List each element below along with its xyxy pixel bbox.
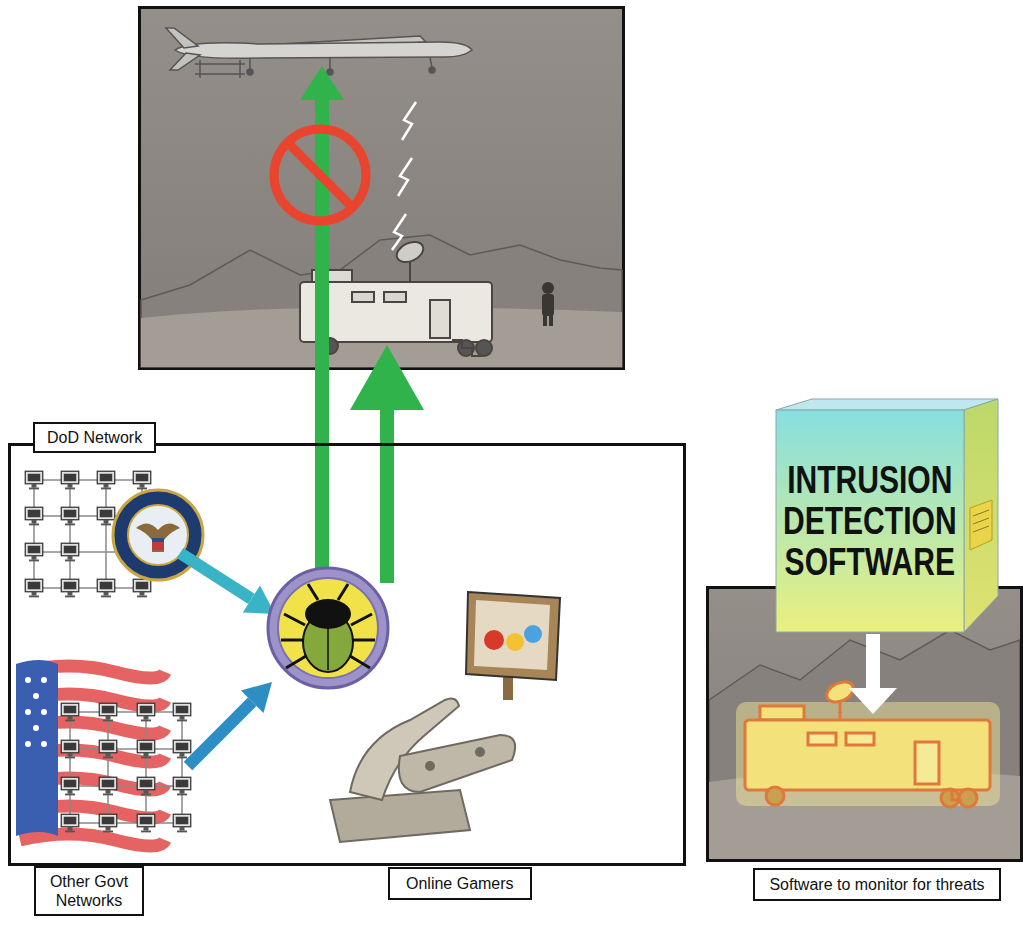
group-label-text: Other Govt Networks [44,872,134,910]
network-panel: DoD Network [8,443,686,866]
software-box: INTRUSION DETECTION SOFTWARE [770,396,1002,634]
gamer-figure [330,592,560,842]
panel-caption: Software to monitor for threats [753,868,1001,901]
group-label: Other Govt Networks [34,866,144,916]
bug-icon [268,568,388,688]
green-arrows [300,66,424,583]
drone-scene [138,6,625,370]
group-label: Online Gamers [388,867,532,900]
product-name: INTRUSION DETECTION SOFTWARE [783,460,957,583]
panel-heading: DoD Network [33,422,156,453]
dod-seal [113,490,203,580]
group-label-text: Online Gamers [398,873,522,894]
flag-network [16,660,191,846]
no-sign [274,129,366,221]
attack-arrows [180,553,275,766]
